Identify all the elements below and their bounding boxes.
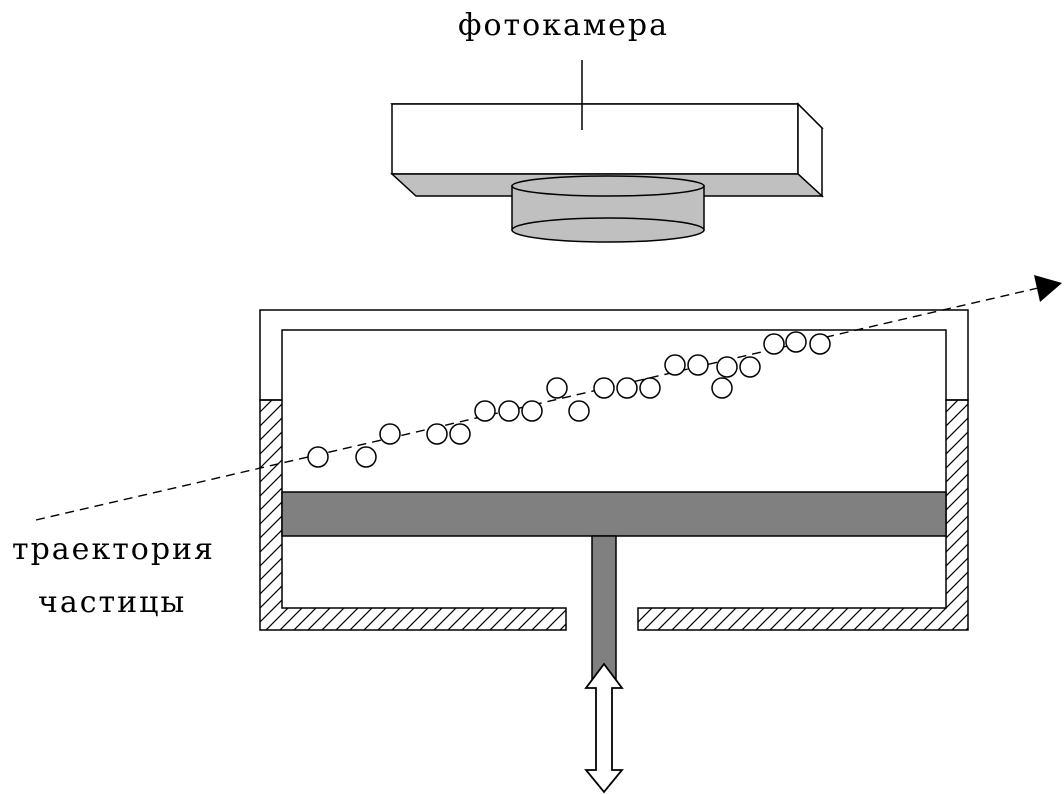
droplet [546, 377, 568, 399]
droplet [739, 356, 761, 378]
droplet [687, 354, 709, 376]
droplet [449, 423, 471, 445]
droplet [568, 400, 590, 422]
trajectory-label-line2: частицы [38, 585, 187, 620]
droplet [616, 377, 638, 399]
trajectory-arrowhead-icon [1034, 275, 1062, 302]
droplet [664, 354, 686, 376]
droplet [716, 356, 738, 378]
droplet [355, 446, 377, 468]
droplet [474, 400, 496, 422]
droplet [785, 331, 807, 353]
trajectory-label-line1: траектория [12, 532, 215, 567]
chamber-wall-right [637, 399, 969, 631]
droplet [763, 333, 785, 355]
droplet [809, 333, 831, 355]
droplet [307, 446, 329, 468]
droplet [498, 400, 520, 422]
droplet [521, 400, 543, 422]
droplet [426, 423, 448, 445]
droplet [639, 377, 661, 399]
camera-lens [511, 175, 705, 243]
droplet-track [307, 331, 831, 468]
double-arrow-icon [584, 662, 624, 794]
camera-label: фотокамера [458, 8, 670, 43]
chamber-wall-left [259, 399, 567, 631]
piston-rod [591, 535, 617, 685]
cloud-chamber [259, 309, 969, 631]
droplet [711, 377, 733, 399]
piston [281, 491, 947, 537]
droplet [593, 377, 615, 399]
droplet [379, 423, 401, 445]
